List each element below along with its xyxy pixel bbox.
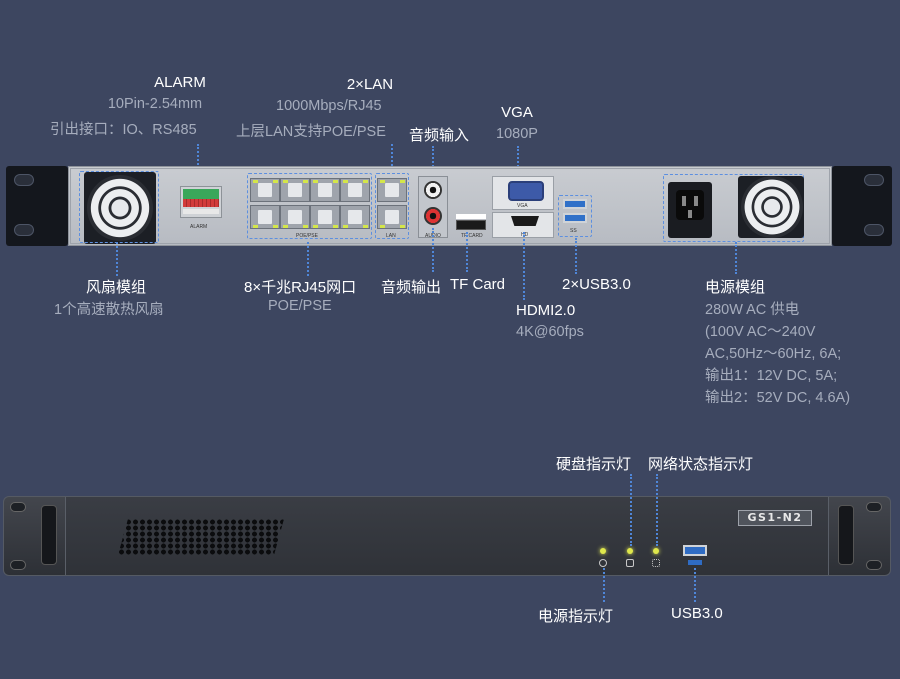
hdmi-connector <box>523 232 525 300</box>
lan-spec-1: 1000Mbps/RJ45 <box>276 98 382 114</box>
rj45-title: 8×千兆RJ45网口 <box>244 279 357 296</box>
usb-front-connector <box>694 568 696 602</box>
front-vent <box>118 519 284 555</box>
power-led-title: 电源指示灯 <box>538 608 614 625</box>
alarm-title: ALARM <box>154 74 206 91</box>
audio-out-title: 音频输出 <box>381 279 442 296</box>
usb-front-title: USB3.0 <box>671 605 723 622</box>
alarm-silk: ALARM <box>190 224 208 230</box>
usb-silk: SS <box>570 228 577 234</box>
alarm-connector <box>197 144 199 184</box>
audio-in-connector <box>432 146 434 178</box>
fan-spec: 1个高速散热风扇 <box>54 302 164 318</box>
vga-title: VGA <box>501 104 533 121</box>
rj45-port <box>280 178 310 202</box>
lan-silk: LAN <box>386 233 396 239</box>
rj45-spec: POE/PSE <box>268 298 332 314</box>
power-inlet <box>668 182 712 238</box>
lan-spec-2: 上层LAN支持POE/PSE <box>236 124 386 140</box>
hdmi-spec: 4K@60fps <box>516 324 584 340</box>
right-handle <box>838 505 854 565</box>
network-led <box>653 548 659 554</box>
lan-connector <box>391 144 393 178</box>
model-badge: GS1-N2 <box>738 510 812 526</box>
hdd-led-title: 硬盘指示灯 <box>556 456 632 473</box>
rj45-port <box>310 178 340 202</box>
usb-back-title: 2×USB3.0 <box>562 276 631 293</box>
rear-left-rack-ear <box>6 166 68 246</box>
vga-spec: 1080P <box>496 126 538 142</box>
power-spec-5: 输出2：52V DC, 4.6A) <box>705 390 851 406</box>
rj45-connector <box>307 242 309 276</box>
rj45-port <box>250 205 280 229</box>
tf-silk: TF CARD <box>461 233 483 239</box>
rj45-port <box>280 205 310 229</box>
lan-port <box>377 205 407 229</box>
power-title: 电源模组 <box>705 279 766 296</box>
fan-title: 风扇模组 <box>85 279 146 296</box>
network-icon <box>652 559 660 567</box>
hdd-led <box>627 548 633 554</box>
tf-card-slot <box>456 220 486 230</box>
power-spec-2: (100V AC～240V <box>705 324 816 340</box>
net-led-title: 网络状态指示灯 <box>648 456 754 473</box>
usb-port <box>563 213 587 223</box>
net-led-connector <box>656 474 658 546</box>
front-usb-port <box>683 545 707 556</box>
rear-right-rack-ear <box>832 166 892 246</box>
audio-in-jack <box>424 181 442 199</box>
poe-silk: POE/PSE <box>296 233 318 239</box>
power-led-connector <box>603 568 605 602</box>
hdmi-port <box>511 216 539 226</box>
alarm-spec-2: 引出接口：IO、RS485 <box>50 122 197 138</box>
lan-port <box>377 178 407 202</box>
lan-title: 2×LAN <box>346 76 394 93</box>
vga-port <box>508 181 544 201</box>
power-spec-1: 280W AC 供电 <box>705 302 800 318</box>
rj45-port <box>340 178 370 202</box>
vga-silk: VGA <box>517 203 528 209</box>
rj45-port <box>250 178 280 202</box>
power-led <box>600 548 606 554</box>
tf-connector <box>466 232 468 272</box>
alarm-spec-1: 10Pin-2.54mm <box>107 96 203 112</box>
power-connector <box>735 242 737 274</box>
rj45-port <box>340 205 370 229</box>
hdmi-title: HDMI2.0 <box>516 302 576 319</box>
fan-icon <box>87 175 153 241</box>
psu-fan-icon <box>741 176 803 238</box>
hdd-icon <box>626 559 634 567</box>
tf-title: TF Card <box>450 276 506 293</box>
vga-connector <box>517 146 519 182</box>
audio-out-jack <box>424 207 442 225</box>
power-spec-3: AC,50Hz～60Hz, 6A; <box>705 346 842 362</box>
usb-back-connector <box>575 238 577 274</box>
rj45-port <box>310 205 340 229</box>
audio-in-title: 音频输入 <box>409 127 470 144</box>
usb-port <box>563 199 587 209</box>
alarm-terminal <box>180 186 222 218</box>
usb-icon <box>688 560 702 565</box>
power-icon <box>599 559 607 567</box>
audio-out-connector <box>432 228 434 272</box>
hdd-led-connector <box>630 474 632 546</box>
left-handle <box>41 505 57 565</box>
fan-connector <box>116 242 118 276</box>
power-spec-4: 输出1：12V DC, 5A; <box>705 368 838 384</box>
